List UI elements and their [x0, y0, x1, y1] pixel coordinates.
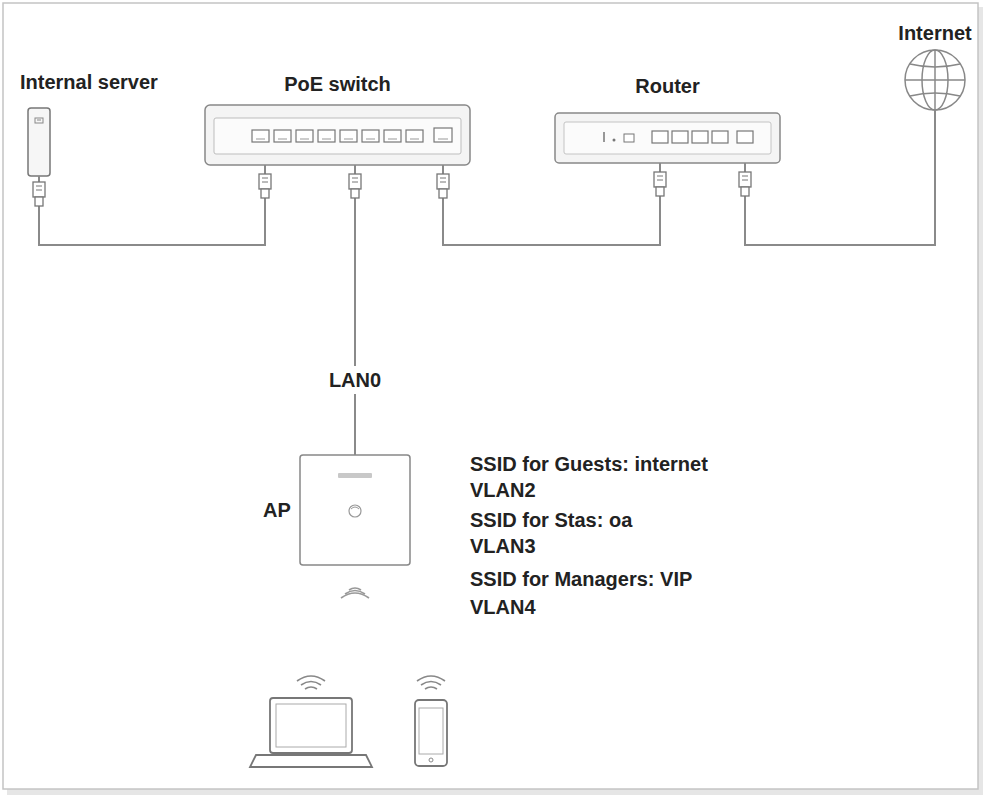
globe-icon — [905, 50, 965, 110]
ethernet-cable — [354, 165, 356, 455]
device-label: PoE switch — [205, 72, 470, 96]
cable-plug — [349, 174, 361, 198]
router-node: Router — [555, 72, 780, 163]
device-label: Internal server — [20, 70, 158, 94]
cable-plug — [33, 182, 45, 206]
device-label: Router — [555, 74, 780, 98]
ap-node: AP — [255, 455, 410, 565]
ethernet-cable — [443, 163, 660, 245]
ssid-label: SSID for Stas: oa — [470, 508, 632, 532]
ssid-label: SSID for Managers: VIP — [470, 567, 692, 591]
device-label: AP — [263, 498, 291, 522]
cable-plug — [437, 174, 449, 198]
ap-icon — [300, 455, 410, 598]
cable-plug — [654, 172, 666, 196]
switch-node: PoE switch — [205, 72, 470, 165]
server-node: Internal server — [20, 70, 185, 176]
server-icon — [28, 108, 50, 176]
ssid-label: VLAN2 — [470, 478, 536, 502]
cable-plug — [739, 172, 751, 196]
phone-icon — [415, 676, 447, 766]
internet-node: Internet — [880, 20, 987, 110]
laptop-icon — [250, 676, 372, 767]
ssid-label: SSID for Guests: internet — [470, 452, 708, 476]
switch-icon — [205, 105, 470, 165]
cable-plug — [259, 174, 271, 198]
ssid-label: VLAN4 — [470, 595, 536, 619]
ethernet-cable — [745, 110, 935, 245]
router-icon — [555, 113, 780, 163]
port-label: LAN0 — [326, 366, 384, 394]
device-label: Internet — [880, 21, 987, 45]
ssid-label: VLAN3 — [470, 534, 536, 558]
ethernet-cable — [39, 165, 265, 245]
frame — [3, 3, 978, 789]
